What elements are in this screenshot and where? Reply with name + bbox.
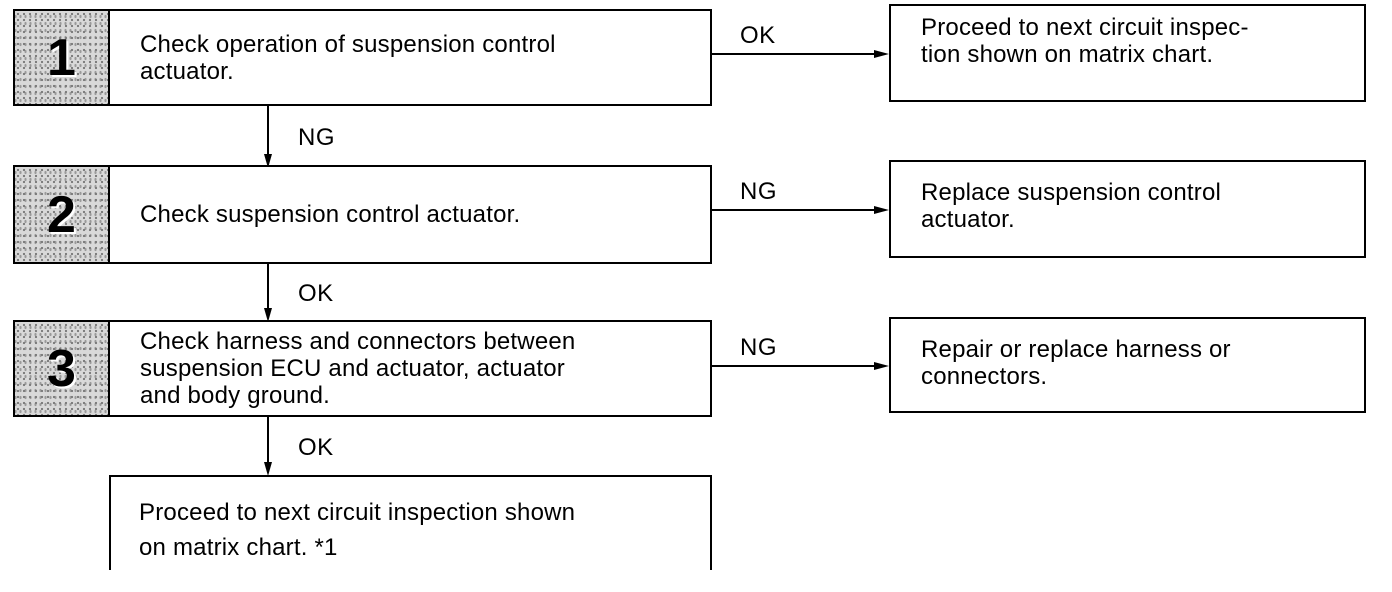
- step-3-text: Check harness and connectors between sus…: [140, 328, 576, 409]
- label-step2-right: NG: [740, 178, 777, 205]
- label-step3-down: OK: [298, 434, 334, 461]
- result-2-text: Replace suspension control actuator.: [921, 179, 1222, 233]
- result-3-box: Repair or replace harness or connectors.: [889, 317, 1366, 413]
- result-3-text: Repair or replace harness or connectors.: [921, 336, 1231, 390]
- arrowhead-1-right: [874, 50, 889, 58]
- step-2-number: 2: [15, 167, 110, 262]
- arrowhead-1-down: [264, 154, 272, 168]
- final-result-text: Proceed to next circuit inspection shown…: [139, 499, 576, 561]
- result-1-text: Proceed to next circuit inspec- tion sho…: [921, 14, 1249, 68]
- result-2-box: Replace suspension control actuator.: [889, 160, 1366, 258]
- arrowhead-2-down: [264, 308, 272, 322]
- label-step2-down: OK: [298, 280, 334, 307]
- step-1-number: 1: [15, 11, 110, 104]
- arrowhead-2-right: [874, 206, 889, 214]
- arrowhead-3-right: [874, 362, 889, 370]
- step-2-box: 2 Check suspension control actuator.: [13, 165, 712, 264]
- final-result-box: Proceed to next circuit inspection shown…: [109, 475, 712, 570]
- label-step1-down: NG: [298, 124, 335, 151]
- result-1-box: Proceed to next circuit inspec- tion sho…: [889, 4, 1366, 102]
- step-1-box: 1 Check operation of suspension control …: [13, 9, 712, 106]
- arrowhead-3-down: [264, 462, 272, 476]
- step-3-box: 3 Check harness and connectors between s…: [13, 320, 712, 417]
- step-2-text: Check suspension control actuator.: [140, 201, 521, 228]
- label-step1-right: OK: [740, 22, 776, 49]
- step-3-number: 3: [15, 322, 110, 415]
- label-step3-right: NG: [740, 334, 777, 361]
- step-1-text: Check operation of suspension control ac…: [140, 30, 556, 85]
